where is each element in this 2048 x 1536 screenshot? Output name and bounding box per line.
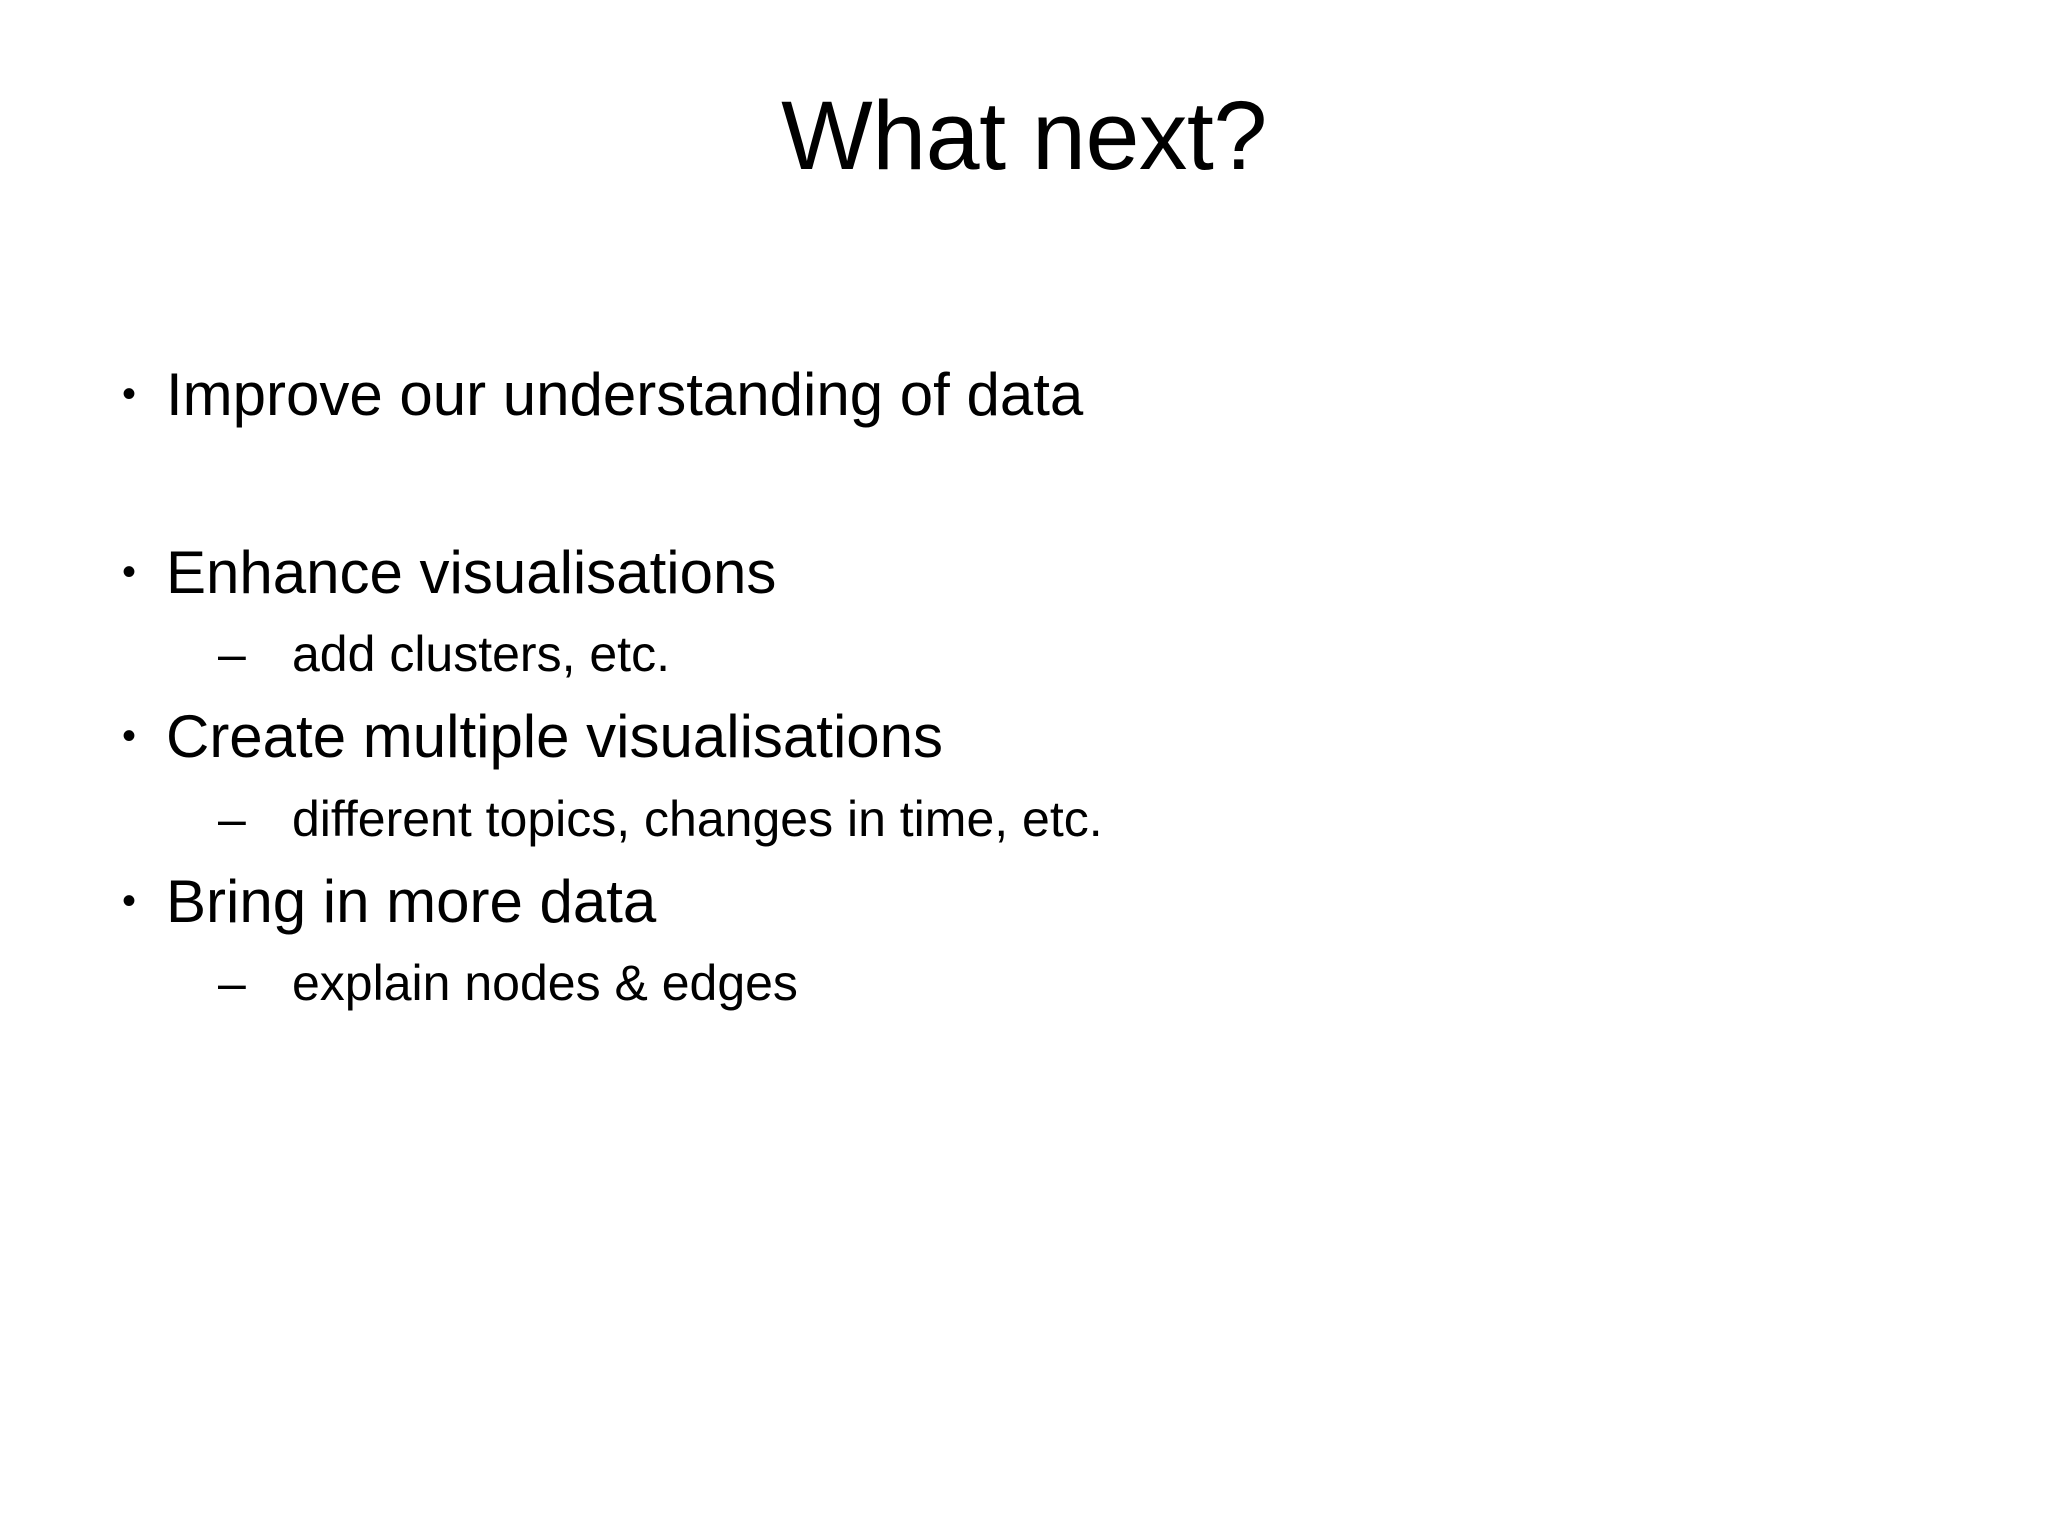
line-spacer: [118, 936, 1938, 954]
sub-list-item[interactable]: – different topics, changes in time, etc…: [118, 790, 1938, 849]
bullet-dot-icon: •: [122, 714, 137, 759]
blank-line-spacer: [118, 430, 1938, 538]
list-item-label: Improve our understanding of data: [166, 361, 1084, 428]
line-spacer: [118, 684, 1938, 702]
bullet-dot-icon: •: [122, 878, 137, 923]
list-item[interactable]: • Bring in more data: [118, 867, 1938, 937]
page-title: What next?: [781, 81, 1267, 190]
sub-list-item-label: add clusters, etc.: [292, 626, 670, 683]
sub-list-item[interactable]: – add clusters, etc.: [118, 625, 1938, 684]
list-item[interactable]: • Enhance visualisations: [118, 538, 1938, 608]
list-item-label: Bring in more data: [166, 867, 657, 935]
sub-list-item[interactable]: – explain nodes & edges: [118, 954, 1938, 1013]
list-item[interactable]: • Improve our understanding of data: [118, 360, 1938, 430]
bullet-dash-icon: –: [218, 955, 246, 1012]
list-item-label: Enhance visualisations: [166, 538, 777, 606]
slide-body-content: • Improve our understanding of data • En…: [118, 360, 1938, 1013]
line-spacer: [118, 772, 1938, 790]
sub-list-item-label: different topics, changes in time, etc.: [292, 790, 1103, 847]
list-item-label: Create multiple visualisations: [166, 703, 944, 771]
line-spacer: [118, 849, 1938, 867]
line-spacer: [118, 607, 1938, 625]
list-item[interactable]: • Create multiple visualisations: [118, 702, 1938, 772]
sub-list-item-label: explain nodes & edges: [292, 955, 798, 1012]
bullet-dot-icon: •: [122, 372, 137, 416]
bullet-dash-icon: –: [218, 790, 246, 847]
bullet-dash-icon: –: [218, 626, 246, 683]
bullet-dot-icon: •: [122, 549, 137, 594]
